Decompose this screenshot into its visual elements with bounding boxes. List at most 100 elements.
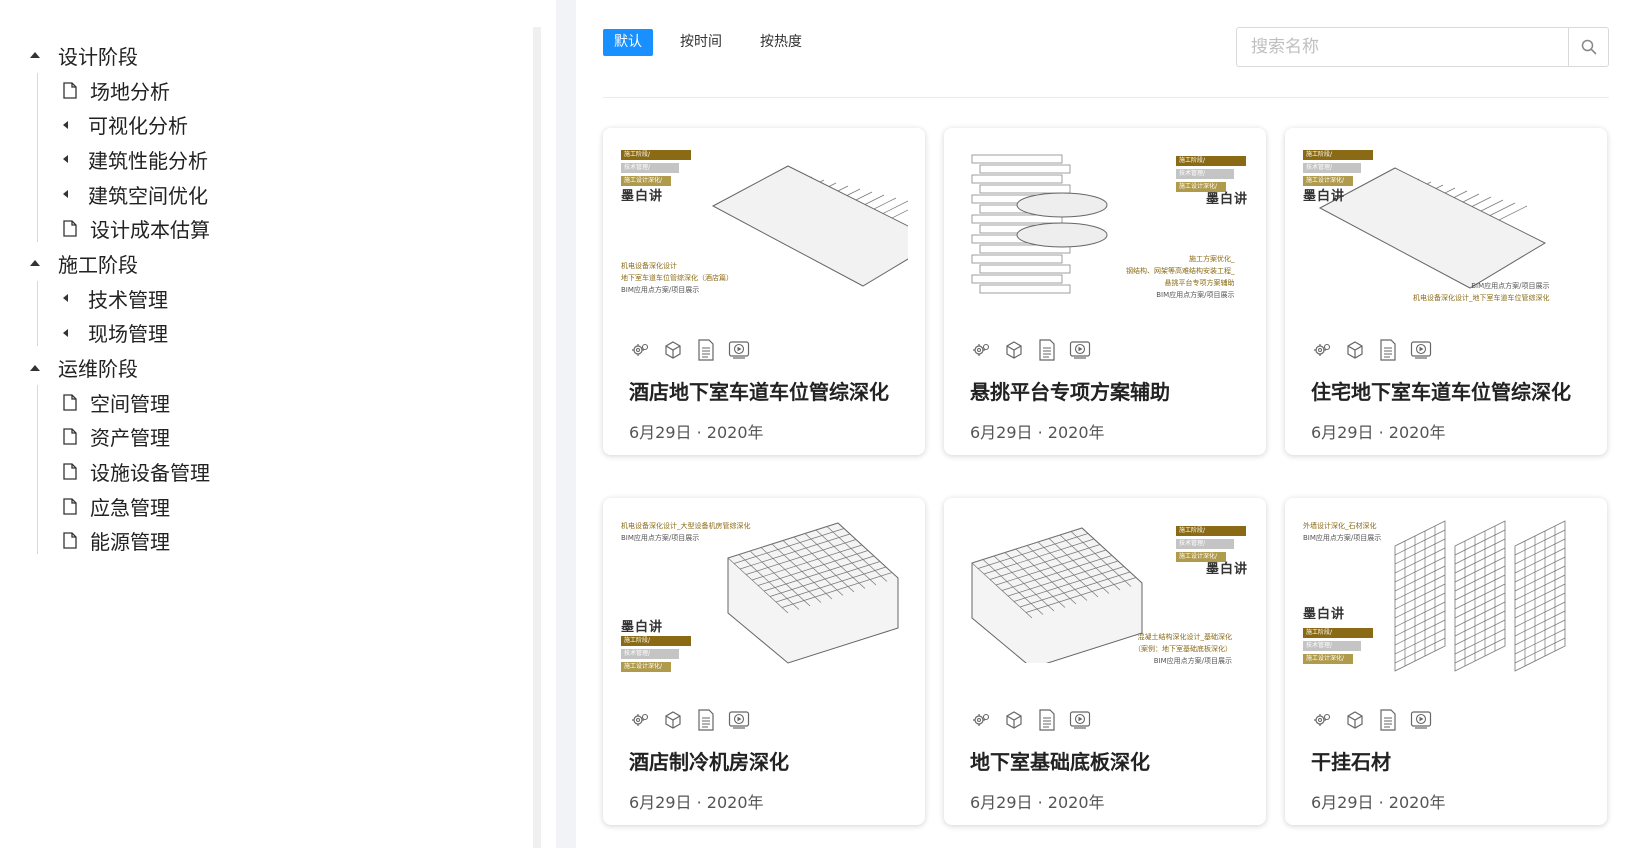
tree-item[interactable]: 建筑性能分析 [24, 142, 524, 177]
cube-icon [662, 339, 684, 361]
thumb-tag: 施工设计深化/ [1176, 182, 1226, 192]
tree-item-label: 资产管理 [90, 426, 170, 451]
video-icon [1069, 339, 1091, 361]
caret-left-icon[interactable] [63, 328, 68, 337]
file-icon [59, 391, 81, 413]
tree-item[interactable]: 能源管理 [24, 524, 524, 559]
sort-by-time-button[interactable]: 按时间 [680, 34, 722, 50]
model-illustration [971, 527, 1143, 663]
card-meta-icons [629, 339, 750, 361]
tree-item[interactable]: 可视化分析 [24, 107, 524, 142]
thumb-tags: 施工阶段/技术管理/施工设计深化/ [621, 150, 691, 186]
sidebar-scrollbar[interactable] [533, 27, 541, 848]
thumb-caption-line: 机电设备深化设计_大型设备机房管综深化 [621, 522, 751, 530]
video-icon [1069, 709, 1091, 731]
brand-logo: 墨白讲 [621, 189, 664, 204]
tree-item[interactable]: 资产管理 [24, 420, 524, 455]
video-icon [1410, 709, 1432, 731]
thumb-tag: 技术管理/ [1176, 169, 1234, 179]
tree-children: 空间管理资产管理设施设备管理应急管理能源管理 [24, 384, 524, 559]
cube-icon [1003, 339, 1025, 361]
thumb-tag: 技术管理/ [1176, 539, 1234, 549]
project-card[interactable]: 施工阶段/技术管理/施工设计深化/墨白讲混凝土结构深化设计_基础深化（案例：地下… [944, 498, 1266, 825]
card-title[interactable]: 酒店地下室车道车位管综深化 [629, 380, 889, 404]
card-thumbnail[interactable]: 施工阶段/技术管理/施工设计深化/墨白讲施工方案优化_钢结构、网架等高难结构安装… [944, 128, 1266, 313]
thumb-tag: 施工设计深化/ [1303, 176, 1353, 186]
card-title[interactable]: 地下室基础底板深化 [970, 750, 1150, 774]
project-card[interactable]: 施工阶段/技术管理/施工设计深化/墨白讲机电设备深化设计地下室车道车位管综深化（… [603, 128, 925, 455]
project-card[interactable]: 施工阶段/技术管理/施工设计深化/墨白讲施工方案优化_钢结构、网架等高难结构安装… [944, 128, 1266, 455]
card-date: 6月29日 · 2020年 [970, 423, 1105, 442]
tree-item[interactable]: 设计成本估算 [24, 211, 524, 246]
caret-down-icon[interactable] [30, 52, 40, 59]
card-title[interactable]: 住宅地下室车道车位管综深化 [1311, 380, 1571, 404]
card-date: 6月29日 · 2020年 [1311, 423, 1446, 442]
caret-down-icon[interactable] [30, 364, 40, 371]
video-icon [728, 339, 750, 361]
caret-left-icon[interactable] [63, 120, 68, 129]
thumb-tag: 施工阶段/ [621, 150, 691, 160]
sidebar: 设计阶段场地分析可视化分析建筑性能分析建筑空间优化设计成本估算施工阶段技术管理现… [0, 0, 556, 848]
tree-item[interactable]: 场地分析 [24, 73, 524, 108]
category-tree: 设计阶段场地分析可视化分析建筑性能分析建筑空间优化设计成本估算施工阶段技术管理现… [24, 38, 524, 558]
thumb-tags: 施工阶段/技术管理/施工设计深化/ [1176, 526, 1246, 562]
thumb-tag: 技术管理/ [621, 163, 679, 173]
caret-down-icon[interactable] [30, 260, 40, 267]
tree-item-label: 能源管理 [90, 530, 170, 555]
card-meta-icons [970, 339, 1091, 361]
tree-item-label: 可视化分析 [88, 114, 188, 139]
caret-left-icon[interactable] [63, 294, 68, 303]
thumb-caption-line: 悬挑平台专项方案辅助 [1164, 279, 1235, 287]
caret-left-icon[interactable] [63, 190, 68, 199]
card-thumbnail[interactable]: 施工阶段/技术管理/施工设计深化/墨白讲混凝土结构深化设计_基础深化（案例：地下… [944, 498, 1266, 683]
tree-item[interactable]: 空间管理 [24, 385, 524, 420]
cube-icon [662, 709, 684, 731]
card-meta-icons [1311, 339, 1432, 361]
main-content: 默认 按时间 按热度 施工阶段/技术管理/施工设计深化/墨白讲机电设备深化设计地… [576, 0, 1636, 848]
sort-by-popularity-button[interactable]: 按热度 [760, 34, 802, 50]
tree-item[interactable]: 现场管理 [24, 316, 524, 351]
thumb-caption-line: 外墙设计深化_石材深化 [1303, 522, 1377, 530]
tree-item[interactable]: 技术管理 [24, 281, 524, 316]
file-icon [59, 426, 81, 448]
thumb-caption-line: BIM应用点方案/项目展示 [1156, 291, 1235, 299]
document-icon [695, 339, 717, 361]
card-grid: 施工阶段/技术管理/施工设计深化/墨白讲机电设备深化设计地下室车道车位管综深化（… [603, 128, 1613, 825]
card-thumbnail[interactable]: 施工阶段/技术管理/施工设计深化/墨白讲机电设备深化设计地下室车道车位管综深化（… [603, 128, 925, 313]
card-meta-icons [1311, 709, 1432, 731]
video-icon [728, 709, 750, 731]
thumb-caption-line: BIM应用点方案/项目展示 [1471, 282, 1550, 290]
tree-item[interactable]: 应急管理 [24, 489, 524, 524]
tree-item[interactable]: 设施设备管理 [24, 454, 524, 489]
tree-group-header[interactable]: 运维阶段 [24, 350, 524, 385]
tree-item-label: 空间管理 [90, 391, 170, 416]
search-input[interactable] [1237, 28, 1568, 66]
tree-group-header[interactable]: 施工阶段 [24, 246, 524, 281]
caret-left-icon[interactable] [63, 155, 68, 164]
card-date: 6月29日 · 2020年 [970, 793, 1105, 812]
thumb-tags: 施工阶段/技术管理/施工设计深化/ [1303, 150, 1373, 186]
tree-item-label: 设计成本估算 [90, 218, 210, 243]
brand-logo: 墨白讲 [1303, 607, 1346, 622]
tree-group-label: 设计阶段 [58, 44, 138, 69]
sort-default-button[interactable]: 默认 [603, 29, 653, 56]
search-button[interactable] [1568, 28, 1608, 66]
card-title[interactable]: 酒店制冷机房深化 [629, 750, 789, 774]
tree-item[interactable]: 建筑空间优化 [24, 177, 524, 212]
tree-group-header[interactable]: 设计阶段 [24, 38, 524, 73]
thumb-caption-line: BIM应用点方案/项目展示 [1153, 657, 1232, 665]
card-title[interactable]: 干挂石材 [1311, 750, 1391, 774]
tree-item-label: 建筑性能分析 [88, 148, 208, 173]
card-title[interactable]: 悬挑平台专项方案辅助 [970, 380, 1170, 404]
brand-logo: 墨白讲 [1206, 192, 1249, 207]
thumb-caption: BIM应用点方案/项目展示机电设备深化设计_地下室车道车位管综深化 [1413, 280, 1550, 304]
